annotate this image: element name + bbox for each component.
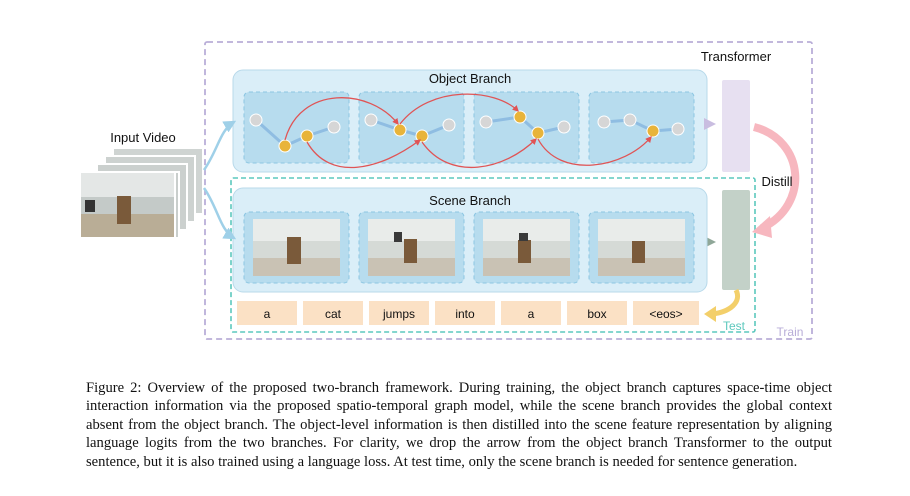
graph-node — [364, 113, 378, 127]
object-panel-3 — [473, 91, 580, 164]
input-video-stack — [79, 147, 204, 239]
token-box — [435, 301, 495, 325]
object-panel-2 — [358, 91, 465, 164]
token-box — [567, 301, 627, 325]
graph-node — [531, 126, 545, 140]
test-label: Test — [723, 319, 746, 333]
token-box — [633, 301, 699, 325]
test-border — [230, 177, 756, 333]
sentence-token: box — [587, 307, 606, 321]
sentence-token: <eos> — [649, 307, 682, 321]
token-box — [237, 301, 297, 325]
train-label: Train — [777, 325, 804, 339]
graph-node — [415, 129, 429, 143]
sentence-token: into — [455, 307, 475, 321]
graph-node — [393, 123, 407, 137]
transformer-label: Transformer — [701, 49, 772, 64]
token-box — [501, 301, 561, 325]
token-box — [369, 301, 429, 325]
scene-branch-title: Scene Branch — [429, 193, 511, 208]
graph-node — [300, 129, 314, 143]
test-arrowhead — [704, 306, 716, 322]
scene-frame-4 — [588, 211, 695, 284]
graph-node — [646, 124, 660, 138]
sentence-token: jumps — [382, 307, 415, 321]
output-sentence: a cat jumps into a box <eos> — [237, 301, 699, 325]
input-video-label: Input Video — [110, 130, 176, 145]
scene-frame-3 — [473, 211, 580, 284]
caption-label: Figure 2: — [86, 380, 142, 396]
figure-caption: Figure 2: Overview of the proposed two-b… — [86, 379, 832, 471]
object-branch-title: Object Branch — [429, 71, 511, 86]
object-to-transformer-arrow — [704, 118, 716, 130]
test-arrow — [711, 288, 740, 317]
graph-node — [557, 120, 571, 134]
distill-label: Distill — [761, 174, 792, 189]
graph-node — [513, 110, 527, 124]
graph-node — [278, 139, 292, 153]
object-panel-4 — [588, 91, 695, 164]
object-transformer-block — [722, 80, 750, 172]
scene-transformer-block — [722, 190, 750, 290]
graph-node — [623, 113, 637, 127]
framework-diagram: Object Branch — [79, 41, 813, 340]
temporal-edges — [284, 93, 652, 169]
scene-frame-1 — [243, 211, 350, 284]
sentence-token: cat — [325, 307, 342, 321]
graph-node — [597, 115, 611, 129]
sentence-token: a — [264, 307, 271, 321]
sentence-token: a — [528, 307, 535, 321]
graph-node — [671, 122, 685, 136]
graph-node — [442, 118, 456, 132]
graph-node — [327, 120, 341, 134]
object-panel-1 — [243, 91, 350, 164]
caption-text: Overview of the proposed two-branch fram… — [86, 380, 833, 470]
distill-arrow — [752, 123, 800, 232]
token-box — [303, 301, 363, 325]
graph-node — [479, 115, 493, 129]
graph-node — [249, 113, 263, 127]
distill-arrowhead — [752, 216, 772, 238]
scene-frame-2 — [358, 211, 465, 284]
input-arrows — [202, 120, 237, 240]
scene-branch-box — [232, 187, 708, 293]
